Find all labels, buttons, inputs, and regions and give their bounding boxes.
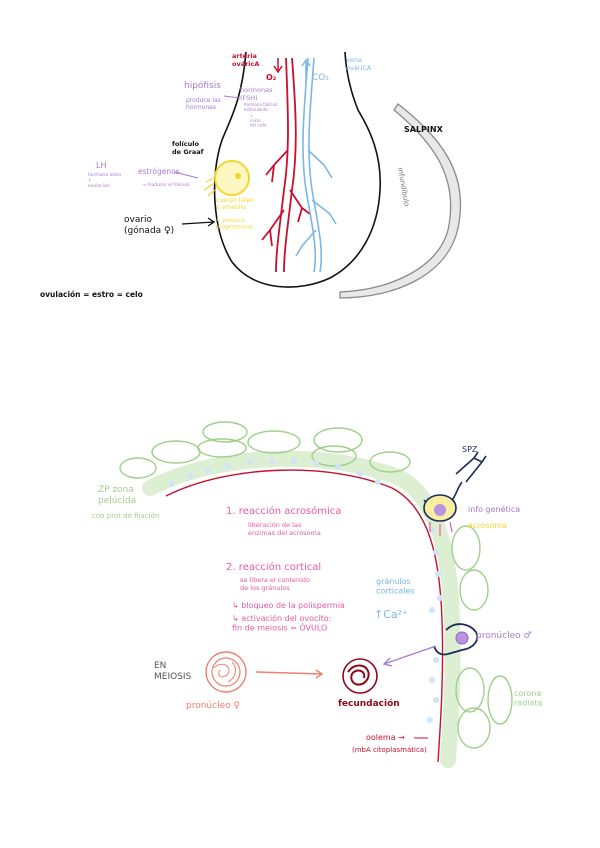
lh-sub-label: hormona lútea↓ovulación [88,171,121,189]
male-pronucleus-group [382,623,479,667]
ovarian-artery [261,57,311,273]
fertilization-diagram [119,421,513,768]
lh-label: LH [96,161,106,170]
reaccion2-label: 2. reacción cortical [226,561,321,573]
salpinx-label: SALPINX [404,125,444,134]
hormonas-label: hormonas(FSH) [240,86,273,102]
estrogenos-sub-label: → madurar el folículo [142,181,190,188]
zp-sub-label: con prot de fijación [92,512,159,520]
oocyte-dot [235,173,241,179]
female-pronucleus [205,651,247,693]
calcio-label: ↑Ca²⁺ [374,608,408,621]
ovarian-vein [295,57,337,273]
oolema-label: oolema → [366,733,405,742]
fusion-arrow [255,669,324,679]
co2-label: CO₂ [312,73,329,83]
corona-cells-top [119,421,411,479]
fecundacion-label: fecundación [338,698,400,709]
zygote [342,658,378,694]
oolema-sub-label: (mbA citoplasmática) [352,746,427,754]
ovary-diagram [173,51,462,299]
corona-cells-right [451,525,513,749]
follicle-release [203,177,216,197]
ovary-outline [213,51,381,288]
hipofisis-label: hipófisis [184,80,221,91]
spz-label: SPZ [462,445,478,454]
o2-arrow [273,58,283,74]
cortical-granules [169,458,443,723]
acrosoma-label: acrosoma [468,521,507,530]
pronucleo-femenino-label: pronúcleo ♀ [186,701,240,711]
estrogenos-label: estrógenos [138,167,180,176]
ovulacion-label: ovulación = estro = celo [40,290,143,299]
info-genetica-label: info genética [468,504,520,514]
ovario-arrow [181,217,216,227]
male-pronucleus [455,631,469,645]
estrogen-arrow [173,171,199,179]
bloqueo-label: ↳ bloqueo de la polispermia [232,601,345,610]
infundibulo-label: infundíbulo [396,167,411,207]
hipofisis-arrow [223,95,241,99]
sperm-nucleus [434,504,446,516]
pronucleus-arrow [382,645,437,667]
sperm-cell [423,451,487,536]
salpinx-tube [339,103,462,299]
activacion-label: ↳ activación del ovocito:fin de meiosis … [232,613,331,633]
ovario-label: ovario(gónada ♀) [124,215,174,236]
reaccion1-label: 1. reacción acrosómica [226,505,341,517]
graafian-follicle [214,160,250,196]
oolema-membrane [165,469,444,763]
o2-label: O₂ [266,73,277,82]
pronucleo-masculino-label: pronúcleo ♂ [476,631,532,641]
co2-arrow [301,58,311,82]
